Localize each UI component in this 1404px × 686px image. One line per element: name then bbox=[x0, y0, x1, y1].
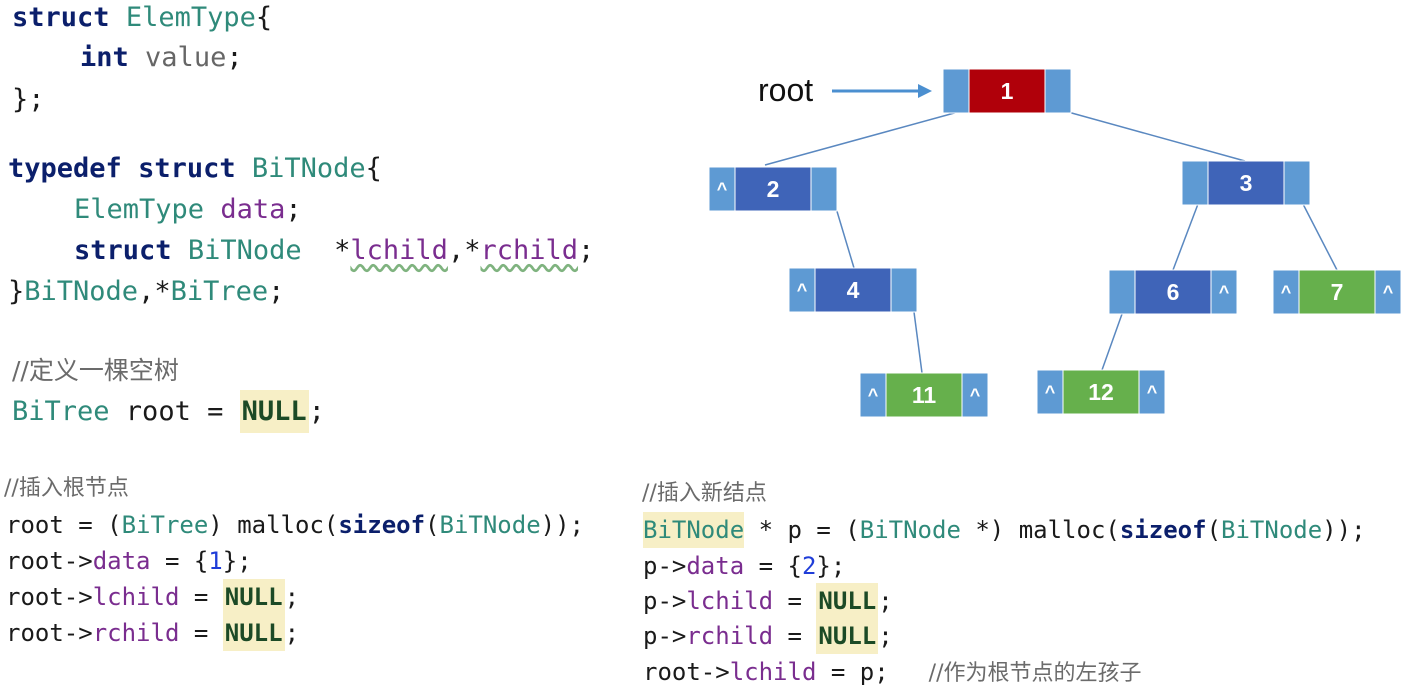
tree-node-12: 12 ^ ^ bbox=[1036, 369, 1166, 415]
node-value: 2 bbox=[767, 176, 780, 202]
code-line: struct BiTNode *lchild,*rchild; bbox=[74, 235, 595, 266]
code-line: root->lchild = p;//作为根节点的左孩子 bbox=[643, 658, 1142, 686]
left-child-cell bbox=[788, 267, 816, 313]
tree-node-4: 4^ bbox=[788, 267, 918, 313]
null-pointer-icon: ^ bbox=[970, 385, 981, 405]
code-line: struct ElemType{ bbox=[12, 2, 273, 33]
root-pointer: root bbox=[758, 72, 932, 108]
data-cell bbox=[968, 68, 1046, 114]
right-child-cell bbox=[810, 166, 838, 212]
tree-edge bbox=[1302, 203, 1338, 271]
null-pointer-icon: ^ bbox=[717, 179, 728, 199]
right-child-cell bbox=[890, 267, 918, 313]
tree-node-1: 1 bbox=[942, 68, 1072, 114]
code-line: p->lchild = NULL; bbox=[643, 583, 893, 619]
null-pointer-icon: ^ bbox=[1383, 282, 1394, 302]
right-child-cell bbox=[1374, 269, 1402, 315]
null-pointer-icon: ^ bbox=[1147, 382, 1158, 402]
right-child-cell bbox=[1138, 369, 1166, 415]
right-child-cell bbox=[1283, 160, 1311, 206]
tree-node-2: 2^ bbox=[708, 166, 838, 212]
null-pointer-icon: ^ bbox=[1219, 282, 1230, 302]
arrow-head-icon bbox=[918, 84, 932, 98]
comment: //插入新结点 bbox=[642, 481, 767, 506]
right-child-cell bbox=[1044, 68, 1072, 114]
code-line: p->rchild = NULL; bbox=[643, 618, 893, 654]
left-child-cell bbox=[942, 68, 970, 114]
null-pointer-icon: ^ bbox=[797, 280, 808, 300]
root-label: root bbox=[758, 72, 813, 108]
tree-edges bbox=[764, 111, 1338, 374]
code-line: p->data = {2}; bbox=[643, 552, 846, 580]
right-child-cell bbox=[961, 372, 989, 418]
tree-node-11: 11 ^ ^ bbox=[859, 372, 989, 418]
data-cell bbox=[1134, 269, 1212, 315]
comment: //定义一棵空树 bbox=[12, 356, 179, 385]
node-value: 3 bbox=[1240, 170, 1253, 196]
node-value: 11 bbox=[912, 382, 937, 408]
null-pointer-icon: ^ bbox=[1045, 382, 1056, 402]
code-line: int value; bbox=[80, 42, 243, 73]
tree-edge bbox=[913, 311, 923, 374]
null-pointer-icon: ^ bbox=[1281, 282, 1292, 302]
node-value: 6 bbox=[1167, 279, 1180, 305]
tree-edge bbox=[1172, 203, 1199, 271]
data-cell bbox=[734, 166, 812, 212]
node-value: 4 bbox=[847, 277, 860, 303]
null-pointer-icon: ^ bbox=[868, 385, 879, 405]
code-line: root->data = {1}; bbox=[6, 547, 252, 575]
node-value: 7 bbox=[1331, 279, 1344, 305]
node-value: 12 bbox=[1088, 379, 1114, 405]
code-line: }; bbox=[12, 84, 45, 115]
data-cell bbox=[1298, 269, 1376, 315]
comment: //插入根节点 bbox=[4, 476, 129, 501]
code-line: root = (BiTree) malloc(sizeof(BiTNode)); bbox=[6, 511, 585, 539]
tree-edge bbox=[764, 111, 959, 166]
left-child-cell bbox=[1108, 269, 1136, 315]
code-line: BiTNode * p = (BiTNode *) malloc(sizeof(… bbox=[643, 512, 1366, 548]
left-child-cell bbox=[1181, 160, 1209, 206]
tree-edge bbox=[835, 207, 855, 269]
tree-edge bbox=[1101, 313, 1123, 371]
tree-node-7: 7 ^ ^ bbox=[1272, 269, 1402, 315]
data-cell bbox=[814, 267, 892, 313]
left-child-cell bbox=[1036, 369, 1064, 415]
data-cell bbox=[1062, 369, 1140, 415]
code-line: root->rchild = NULL; bbox=[6, 615, 299, 651]
tree-node-3: 3 bbox=[1181, 160, 1311, 206]
code-line: }BiTNode,*BiTree; bbox=[8, 276, 285, 307]
code-line: typedef struct BiTNode{ bbox=[8, 153, 382, 184]
code-line: BiTree root = NULL; bbox=[12, 390, 325, 433]
tree-edge bbox=[1067, 111, 1246, 162]
tree-node-6: 6^ bbox=[1108, 269, 1238, 315]
code-line: ElemType data; bbox=[74, 194, 302, 225]
right-child-cell bbox=[1210, 269, 1238, 315]
data-cell bbox=[1207, 160, 1285, 206]
code-line: root->lchild = NULL; bbox=[6, 579, 299, 615]
node-value: 1 bbox=[1001, 78, 1014, 104]
tree-nodes: 12^34^6^7^^11^^12^^ bbox=[708, 68, 1402, 418]
left-child-cell bbox=[708, 166, 736, 212]
left-child-cell bbox=[859, 372, 887, 418]
